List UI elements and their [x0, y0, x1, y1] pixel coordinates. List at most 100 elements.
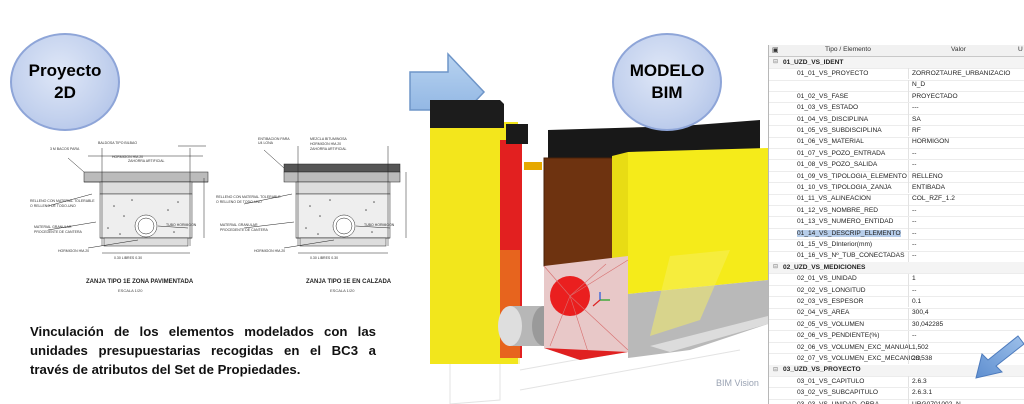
property-group-row[interactable]: ⊟ 03_UZD_VS_PROYECTO — [769, 364, 1024, 377]
column-header-value[interactable]: Valor — [951, 46, 966, 53]
svg-text:PROCEDENTE DE CANTERA: PROCEDENTE DE CANTERA — [220, 228, 269, 232]
property-name: 01_14_VS_DESCRIP_ELEMENTO — [797, 229, 901, 237]
property-row[interactable]: 02_02_VS_LONGITUD-- — [769, 285, 1024, 298]
property-value[interactable]: -- — [912, 218, 917, 226]
property-row[interactable]: 01_10_VS_TIPOLOGIA_ZANJA ENTIBADA — [769, 182, 1024, 195]
property-value[interactable]: ENTIBADA — [912, 183, 945, 191]
property-row[interactable]: 01_07_VS_POZO_ENTRADA -- — [769, 148, 1024, 161]
svg-text:HORMIGON HM-20: HORMIGON HM-20 — [112, 155, 143, 159]
property-row[interactable]: 01_04_VS_DISCIPLINA SA — [769, 114, 1024, 127]
column-divider — [908, 342, 909, 353]
row-indent — [773, 229, 782, 237]
property-row[interactable]: 02_06_VS_PENDIENTE(%)-- — [769, 330, 1024, 343]
property-name: 01_16_VS_Nº_TUB_CONECTADAS — [797, 252, 905, 260]
column-divider — [908, 273, 909, 285]
row-indent — [773, 286, 782, 294]
property-value[interactable]: COL_RZF_1.2 — [912, 195, 955, 203]
column-divider — [908, 193, 909, 205]
row-indent — [773, 69, 782, 77]
property-value[interactable]: -- — [912, 149, 917, 157]
row-indent — [773, 309, 782, 317]
property-row[interactable]: 01_08_VS_POZO_SALIDA-- — [769, 159, 1024, 172]
property-value[interactable]: ZORROZTAURE_URBANIZACIO — [912, 69, 1011, 77]
right-drawing-title: ZANJA TIPO 1E EN CALZADA — [306, 279, 392, 285]
row-indent — [773, 115, 782, 123]
property-value[interactable]: N_D — [912, 81, 926, 89]
property-value[interactable]: -- — [912, 161, 917, 169]
column-divider — [908, 353, 909, 365]
property-name: 01_10_VS_TIPOLOGIA_ZANJA — [797, 183, 892, 191]
property-row[interactable]: 01_14_VS_DESCRIP_ELEMENTO -- — [769, 228, 1024, 241]
property-value[interactable]: SA — [912, 115, 921, 123]
property-name: 02_06_VS_VOLUMEN_EXC_MANUAL — [797, 343, 913, 351]
property-value[interactable]: 0.1 — [912, 297, 922, 305]
property-value[interactable]: 300,4 — [912, 309, 929, 317]
row-indent — [773, 183, 782, 191]
property-value[interactable]: 28,538 — [912, 354, 933, 362]
property-name: 01_07_VS_POZO_ENTRADA — [797, 149, 886, 157]
collapse-icon[interactable]: ⊟ — [773, 264, 779, 271]
property-value[interactable]: PROYECTADO — [912, 92, 958, 100]
bubble-line2: BIM — [651, 83, 683, 102]
property-row[interactable]: 02_01_VS_UNIDAD 1 — [769, 273, 1024, 286]
row-indent — [773, 252, 782, 260]
property-row[interactable]: 01_03_VS_ESTADO--- — [769, 102, 1024, 115]
property-group-row[interactable]: ⊟01_UZD_VS_IDENT — [769, 57, 1024, 70]
property-value[interactable]: 1 — [912, 275, 916, 283]
property-value[interactable]: -- — [912, 286, 917, 294]
property-value[interactable]: 1,502 — [912, 343, 929, 351]
property-value[interactable]: 2.6.3.1 — [912, 389, 933, 397]
property-value[interactable]: -- — [912, 240, 917, 248]
row-indent — [773, 126, 782, 134]
property-value[interactable]: URG0701002_N — [912, 400, 961, 404]
collapse-icon[interactable]: ⊟ — [773, 59, 779, 65]
property-value[interactable]: -- — [912, 229, 917, 237]
property-row[interactable]: 01_13_VS_NUMERO_ENTIDAD-- — [769, 216, 1024, 229]
panel-header: ▣ Tipo / Elemento Valor U — [769, 45, 1024, 57]
trench-drawing-left: BALDOSA TIPO BILBAO 3 M BACOS PARA HORMI… — [30, 141, 209, 260]
property-group-row[interactable]: ⊟02_UZD_VS_MEDICIONES — [769, 262, 1024, 275]
collapse-icon[interactable]: ⊟ — [773, 366, 779, 373]
column-header-name[interactable]: Tipo / Elemento — [825, 46, 871, 53]
column-header-extra[interactable]: U — [1018, 46, 1023, 53]
property-value[interactable]: HORMIGON — [912, 138, 949, 146]
svg-text:3 M BACOS PARA: 3 M BACOS PARA — [50, 147, 80, 151]
property-value[interactable]: --- — [912, 104, 919, 112]
property-value[interactable]: -- — [912, 252, 917, 260]
column-divider — [908, 91, 909, 103]
property-name: 01_04_VS_DISCIPLINA — [797, 115, 869, 123]
row-indent — [773, 104, 782, 112]
property-name: 02_01_VS_UNIDAD — [797, 275, 857, 283]
svg-text:0.30 LIBRES 0.30: 0.30 LIBRES 0.30 — [114, 256, 142, 260]
property-value[interactable]: RF — [912, 126, 921, 134]
property-value[interactable]: 2.6.3 — [912, 377, 927, 385]
property-row[interactable]: 01_12_VS_NOMBRE_RED-- — [769, 205, 1024, 218]
panel-header-icon[interactable]: ▣ — [772, 47, 779, 54]
property-row[interactable]: 01_15_VS_DInterior(mm)-- — [769, 239, 1024, 252]
property-value[interactable]: -- — [912, 332, 917, 340]
row-indent — [773, 389, 782, 397]
property-value[interactable]: RELLENO — [912, 172, 943, 180]
property-value[interactable]: -- — [912, 206, 917, 214]
property-value[interactable]: 30,042285 — [912, 320, 944, 328]
property-row[interactable]: 01_16_VS_Nº_TUB_CONECTADAS -- — [769, 250, 1024, 263]
row-indent — [773, 240, 782, 248]
property-name: 03_UZD_VS_PROYECTO — [783, 366, 861, 374]
property-row[interactable]: N_D — [769, 79, 1024, 92]
column-divider — [908, 239, 909, 251]
